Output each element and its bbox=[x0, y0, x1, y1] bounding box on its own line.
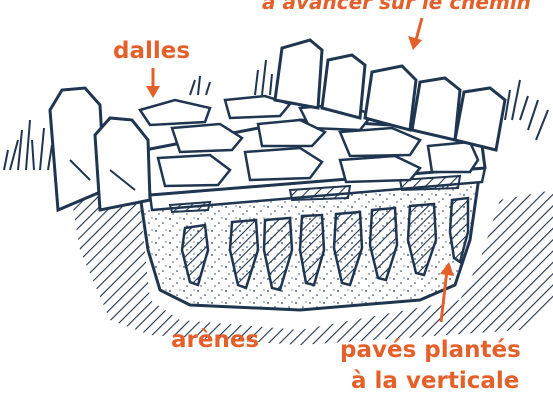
slab bbox=[428, 142, 478, 172]
paves-label-line2: à la verticale bbox=[351, 368, 519, 394]
arenes-label: arènes bbox=[171, 327, 259, 353]
curb-stone bbox=[365, 66, 416, 130]
down-arrow-icon bbox=[408, 18, 422, 50]
slab bbox=[140, 100, 210, 125]
curb-stone bbox=[275, 40, 322, 108]
down-arrow-icon bbox=[146, 68, 160, 98]
left-curb-stones bbox=[50, 88, 150, 210]
curb-stone bbox=[455, 88, 505, 150]
curb-stone bbox=[95, 118, 150, 210]
dalles-label: dalles bbox=[113, 38, 190, 64]
curb-stone bbox=[412, 78, 460, 140]
slab bbox=[172, 124, 242, 152]
paves-label-line1: pavés plantés bbox=[340, 337, 521, 363]
top-note-label: à avancer sur le chemin bbox=[262, 0, 531, 14]
curb-stone bbox=[322, 55, 365, 118]
